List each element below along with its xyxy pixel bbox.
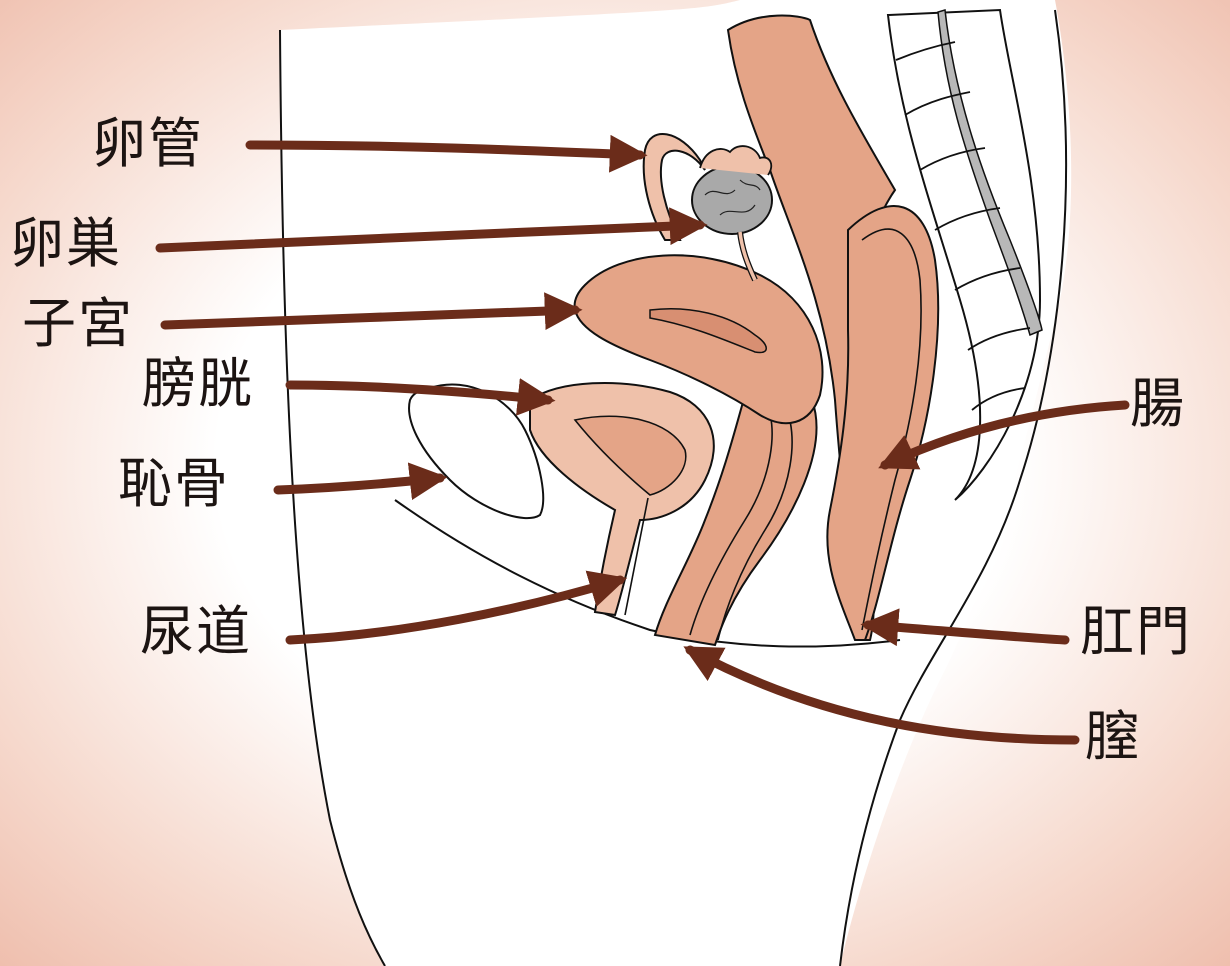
label-vagina: 膣 [1085, 705, 1141, 769]
label-anus: 肛門 [1080, 600, 1192, 664]
label-pubic-bone: 恥骨 [118, 452, 230, 516]
label-urethra: 尿道 [140, 600, 252, 664]
label-uterus: 子宮 [22, 292, 134, 356]
label-ovary: 卵巣 [10, 212, 122, 276]
label-bladder: 膀胱 [142, 352, 254, 416]
label-intestine: 腸 [1130, 372, 1186, 436]
label-oviduct: 卵管 [92, 112, 204, 176]
